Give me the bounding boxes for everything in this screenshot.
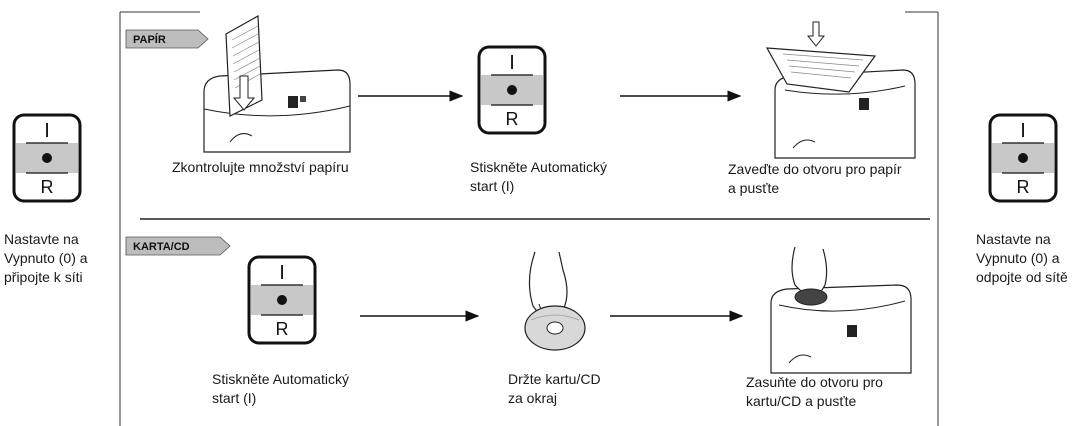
paper-step-3-caption: Zaveďte do otvoru pro papír a pusťte — [728, 161, 902, 196]
shredder-paper-feed-icon — [765, 21, 916, 159]
svg-text:R: R — [506, 109, 519, 129]
card-section-tag-label: KARTA/CD — [133, 241, 190, 253]
paper-section-tag-label: PAPÍR — [133, 33, 166, 46]
power-switch-icon: I R — [12, 113, 82, 203]
shredder-cd-insert-icon — [770, 246, 912, 374]
paper-step-2-caption: Stiskněte Automatický start (I) — [470, 159, 607, 194]
card-section-tag: KARTA/CD — [125, 236, 231, 256]
card-step-1-caption: Stiskněte Automatický start (I) — [212, 371, 349, 406]
svg-text:I: I — [1020, 120, 1026, 142]
hand-holding-cd-icon — [524, 251, 586, 351]
svg-text:R: R — [1017, 177, 1030, 197]
card-step-3-caption: Zasuňte do otvoru pro kartu/CD a pusťte — [746, 374, 883, 409]
svg-text:I: I — [44, 120, 50, 142]
power-switch-icon: I R — [988, 113, 1058, 203]
shredder-paper-check-icon — [203, 15, 351, 153]
right-caption: Nastavte na Vypnuto (0) a odpojte od sít… — [976, 231, 1068, 285]
paper-section-tag: PAPÍR — [125, 29, 209, 49]
svg-text:I: I — [509, 52, 515, 74]
card-step-2-caption: Držte kartu/CD za okraj — [508, 371, 601, 406]
svg-text:R: R — [41, 177, 54, 197]
power-switch-icon: I R — [247, 255, 317, 345]
left-caption: Nastavte na Vypnuto (0) a připojte k sít… — [4, 231, 88, 285]
svg-text:R: R — [276, 319, 289, 339]
svg-text:I: I — [279, 262, 285, 284]
paper-step-1-caption: Zkontrolujte množství papíru — [172, 159, 349, 175]
power-switch-icon: I R — [477, 45, 547, 135]
